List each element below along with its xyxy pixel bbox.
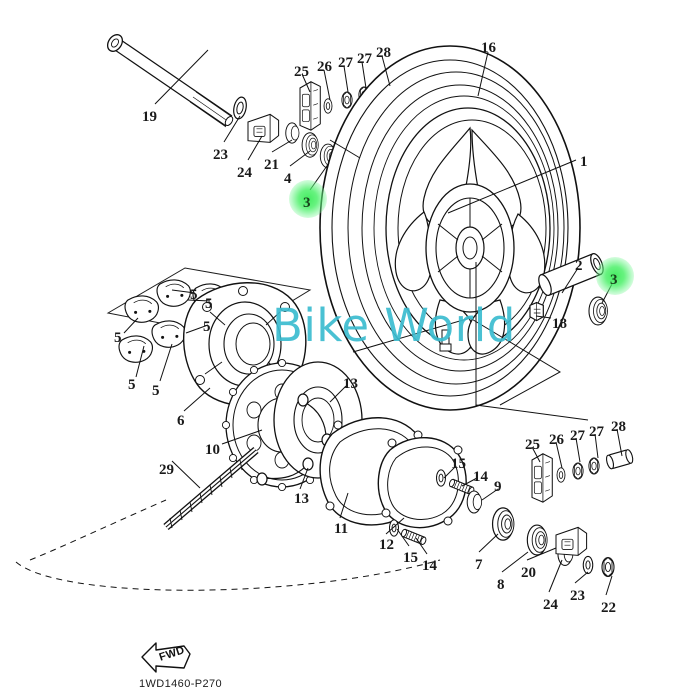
part-nut-18 <box>529 301 544 322</box>
part-chain-puller-24-bottom <box>555 526 588 556</box>
callout-19: 19 <box>142 109 157 125</box>
part-oil-seal-21 <box>285 122 300 144</box>
callout-20: 20 <box>521 565 536 581</box>
callout-12: 12 <box>379 537 394 553</box>
part-bearing-8 <box>526 524 548 556</box>
callout-29: 29 <box>159 462 174 478</box>
callout-10: 10 <box>205 442 220 458</box>
callout-22: 22 <box>601 600 616 616</box>
part-nut-27c <box>572 462 584 480</box>
part-bearing-4 <box>301 132 319 158</box>
callout-2: 2 <box>575 258 583 274</box>
part-valve <box>439 329 452 352</box>
part-brake-plate-12 <box>377 437 467 529</box>
callout-15: 15 <box>403 550 418 566</box>
callout-5: 5 <box>203 319 211 335</box>
part-nut-22 <box>601 556 615 578</box>
callout-27: 27 <box>589 424 604 440</box>
callout-4: 4 <box>284 171 292 187</box>
forward-direction-arrow: FWD <box>140 640 196 674</box>
callout-27: 27 <box>357 51 372 67</box>
part-bearing-3-right <box>588 296 608 326</box>
part-washer-23-top <box>233 96 247 120</box>
callout-28: 28 <box>611 419 626 435</box>
callout-16: 16 <box>481 40 496 56</box>
watermark-bike-world: Bike World <box>272 299 516 352</box>
callout-3-highlighted: 3 <box>303 195 311 211</box>
callout-1: 1 <box>580 154 588 170</box>
part-washer-23-bottom <box>582 555 594 575</box>
callout-13: 13 <box>343 376 358 392</box>
part-collar-9 <box>466 490 483 514</box>
part-drive-chain-29 <box>15 446 441 591</box>
part-washer-15-lower <box>389 519 399 537</box>
part-bolt-14-lower <box>399 528 428 546</box>
callout-28: 28 <box>376 45 391 61</box>
callout-18: 18 <box>552 316 567 332</box>
callout-15: 15 <box>451 456 466 472</box>
leader-lines <box>123 49 623 596</box>
callout-27: 27 <box>338 55 353 71</box>
diagram-part-code: 1WD1460-P270 <box>139 678 223 690</box>
callout-5: 5 <box>128 377 136 393</box>
callout-5: 5 <box>190 287 198 303</box>
part-chain-puller-24-top <box>247 113 280 143</box>
callout-25: 25 <box>525 437 540 453</box>
callout-23: 23 <box>213 147 228 163</box>
callout-25: 25 <box>294 64 309 80</box>
part-collar-28-bottom <box>605 449 634 470</box>
callout-14: 14 <box>473 469 488 485</box>
callout-13: 13 <box>294 491 309 507</box>
callout-26: 26 <box>317 59 332 75</box>
callout-21: 21 <box>264 157 279 173</box>
callout-5: 5 <box>152 383 160 399</box>
part-cast-wheel-1 <box>385 107 551 355</box>
callout-7: 7 <box>475 557 483 573</box>
part-bearing-7 <box>491 507 515 541</box>
callout-8: 8 <box>497 577 505 593</box>
part-nut-27d <box>588 457 600 475</box>
part-brake-bracket-25-bottom <box>531 453 553 503</box>
callout-26: 26 <box>549 432 564 448</box>
callout-9: 9 <box>494 479 502 495</box>
part-washer-26-top <box>323 98 333 114</box>
callout-5: 5 <box>114 330 122 346</box>
callout-5: 5 <box>205 296 213 312</box>
callout-27: 27 <box>570 428 585 444</box>
callout-23: 23 <box>570 588 585 604</box>
part-nut-27a-top <box>341 91 353 109</box>
assembly-guide-lines <box>329 139 589 421</box>
callout-14: 14 <box>422 558 437 574</box>
callout-24: 24 <box>237 165 252 181</box>
callout-3-highlighted: 3 <box>610 272 618 288</box>
part-washer-26-bottom <box>556 467 566 483</box>
callout-24: 24 <box>543 597 558 613</box>
callout-11: 11 <box>334 521 349 537</box>
callout-6: 6 <box>177 413 185 429</box>
part-brake-bracket-25-top <box>299 81 321 131</box>
part-axle-19 <box>106 34 234 128</box>
